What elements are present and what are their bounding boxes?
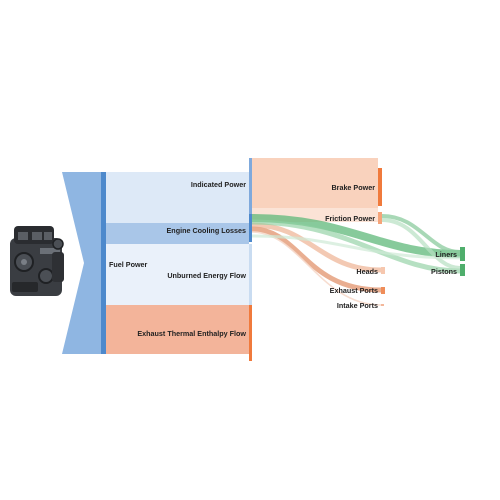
flow-cooling-liners-light	[251, 234, 461, 260]
label-fuel-power: Fuel Power	[109, 260, 148, 269]
flow-cooling-pistons	[251, 219, 461, 274]
engine-cooling-losses-bar	[249, 214, 252, 242]
label-pistons: Pistons	[431, 267, 457, 276]
engine-photo	[10, 226, 64, 296]
flow-fuel-cooling	[106, 223, 249, 244]
label-unburned-energy-flow: Unburned Energy Flow	[167, 271, 246, 280]
flow-fuel-indicated	[106, 172, 249, 223]
unburned-energy-flow-bar	[249, 244, 252, 305]
exhaust-ports-bar	[381, 287, 385, 294]
label-intake-ports: Intake Ports	[337, 301, 378, 310]
label-exhaust-ports: Exhaust Ports	[330, 286, 378, 295]
brake-power-bar	[378, 168, 382, 206]
flow-fuel-exhaust	[106, 305, 249, 354]
fuel-power-bar	[101, 172, 106, 354]
flow-fuel-unburned	[106, 244, 249, 305]
intake-ports-bar	[381, 304, 384, 306]
label-indicated-power: Indicated Power	[191, 180, 246, 189]
liners-bar	[460, 247, 465, 261]
label-liners: Liners	[435, 250, 457, 259]
flow-cooling-exhaust-ports	[251, 226, 382, 293]
flow-friction-liners	[381, 214, 461, 254]
label-brake-power: Brake Power	[331, 183, 375, 192]
indicated-power-bar	[249, 158, 252, 223]
flow-friction-pistons	[381, 218, 461, 270]
label-heads: Heads	[356, 267, 378, 276]
label-engine-cooling-losses: Engine Cooling Losses	[167, 226, 246, 235]
pistons-bar	[460, 264, 465, 276]
label-exhaust-thermal-enthalpy-flow: Exhaust Thermal Enthalpy Flow	[137, 329, 246, 338]
flow-cooling-heads	[251, 222, 382, 273]
fuel-power-input-flow	[62, 172, 101, 354]
exhaust-thermal-enthalpy-flow-bar	[249, 305, 252, 361]
flow-indicated-brake	[252, 158, 378, 208]
label-friction-power: Friction Power	[325, 214, 375, 223]
friction-power-bar	[378, 212, 382, 224]
heads-bar	[381, 267, 385, 274]
